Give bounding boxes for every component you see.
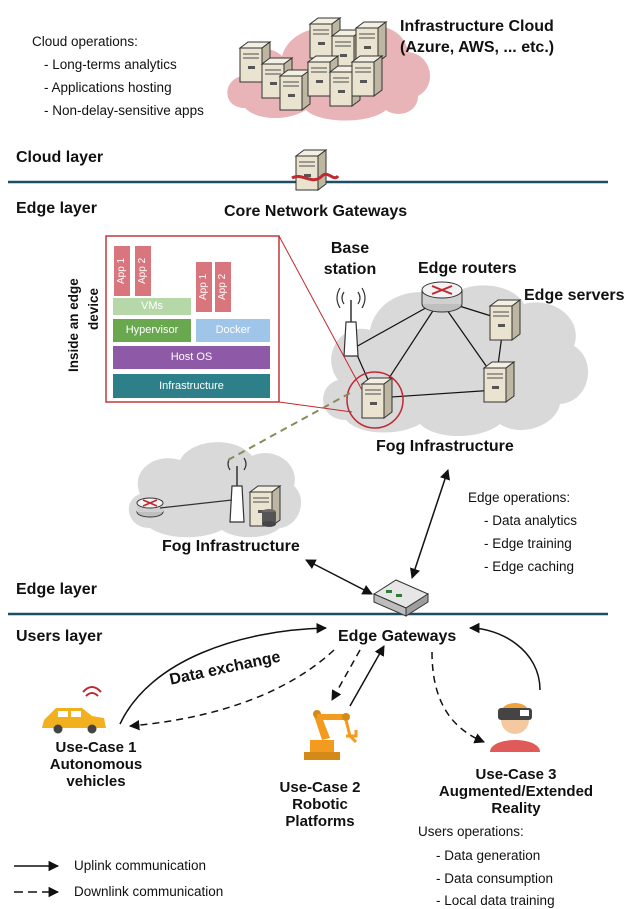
stack-vm-app1: App 1 <box>114 246 130 296</box>
edge-router-icon <box>421 281 463 313</box>
fog-server-db-left-icon <box>249 485 281 527</box>
edge-op-3: - Edge caching <box>484 559 575 574</box>
downlink-uc3-arrow <box>431 651 485 744</box>
autonomous-vehicle-icon <box>42 686 106 734</box>
users-ops-heading: Users operations: <box>418 824 524 839</box>
cloud-layer-label: Cloud layer <box>16 149 104 166</box>
edge-servers-label: Edge servers <box>524 287 624 304</box>
cloud-title-line2: (Azure, AWS, ... etc.) <box>400 39 555 56</box>
edge-server-icon-1 <box>489 299 521 341</box>
fog-base-station-left-icon <box>227 457 247 523</box>
edge-server-icon-2 <box>483 361 515 403</box>
edge-op-1: - Data analytics <box>484 513 578 528</box>
edge-layer-bottom-label: Edge layer <box>16 581 97 598</box>
edge-op-2: - Edge training <box>484 536 572 551</box>
cloud-title-line1: Infrastructure Cloud <box>400 18 554 35</box>
inside-edge-device-label-2: device <box>86 287 101 330</box>
stack-vm-app2: App 2 <box>135 246 151 296</box>
uc2-line1: Use-Case 2 <box>279 779 361 796</box>
uc2-line3: Platforms <box>285 813 355 830</box>
edge-routers-label: Edge routers <box>418 260 517 277</box>
downlink-uc2-arrow <box>331 649 361 701</box>
edge-gateways-label: Edge Gateways <box>338 628 457 645</box>
edge-layer-top-label: Edge layer <box>16 200 97 217</box>
uc1-line2: Autonomous <box>49 756 143 773</box>
vr-user-icon <box>490 703 540 752</box>
core-gateway-icon <box>291 149 340 191</box>
cloud-op-2: - Applications hosting <box>44 80 172 95</box>
core-gateways-label: Core Network Gateways <box>224 203 408 220</box>
fog-infra-left-label: Fog Infrastructure <box>162 538 300 555</box>
infrastructure-cloud-icon <box>227 17 431 121</box>
edge-gateway-icon <box>372 579 430 617</box>
base-station-icon <box>336 287 366 357</box>
users-op-2: - Data consumption <box>436 871 554 886</box>
fog-infra-right-label: Fog Infrastructure <box>376 438 514 455</box>
fog-left-link <box>159 499 233 509</box>
uc3-line2: Augmented/Extended <box>438 783 594 800</box>
uc3-line3: Reality <box>491 800 541 817</box>
inside-edge-device-label-1: Inside an edge <box>66 278 81 372</box>
fog-left-gateway-arrow <box>305 559 373 595</box>
uc1-line1: Use-Case 1 <box>55 739 137 756</box>
cloud-op-1: - Long-terms analytics <box>44 57 177 72</box>
legend-downlink-label: Downlink communication <box>74 884 224 899</box>
legend-uplink-label: Uplink communication <box>74 858 207 873</box>
stack-docker-app1: App 1 <box>196 262 212 312</box>
stack-docker-app2: App 2 <box>215 262 231 312</box>
robotic-arm-icon <box>304 710 358 760</box>
fog-router-left-icon <box>136 497 164 518</box>
uc1-line3: vehicles <box>66 773 126 790</box>
stack-host-os: Host OS <box>113 346 270 369</box>
cloud-op-3: - Non-delay-sensitive apps <box>44 103 204 118</box>
stack-hypervisor: Hypervisor <box>113 319 191 342</box>
base-station-label-2: station <box>323 261 377 278</box>
base-station-label-1: Base <box>330 240 370 257</box>
users-op-3: - Local data training <box>436 893 555 908</box>
uc3-line1: Use-Case 3 <box>475 766 557 783</box>
uplink-uc1-arrow <box>119 622 328 725</box>
fog-right-gateway-arrow <box>410 469 450 579</box>
stack-docker: Docker <box>196 319 270 342</box>
users-layer-label: Users layer <box>16 628 103 645</box>
cloud-ops-heading: Cloud operations: <box>32 34 138 49</box>
uplink-uc3-arrow <box>468 622 541 691</box>
downlink-uc1-arrow <box>128 649 335 731</box>
uplink-uc2-arrow <box>349 645 385 707</box>
users-op-1: - Data generation <box>436 848 541 863</box>
stack-infrastructure: Infrastructure <box>113 374 270 398</box>
stack-vms: VMs <box>113 298 191 315</box>
edge-ops-heading: Edge operations: <box>468 490 571 505</box>
fog-server-highlighted <box>346 371 404 429</box>
uc2-line2: Robotic <box>292 796 348 813</box>
